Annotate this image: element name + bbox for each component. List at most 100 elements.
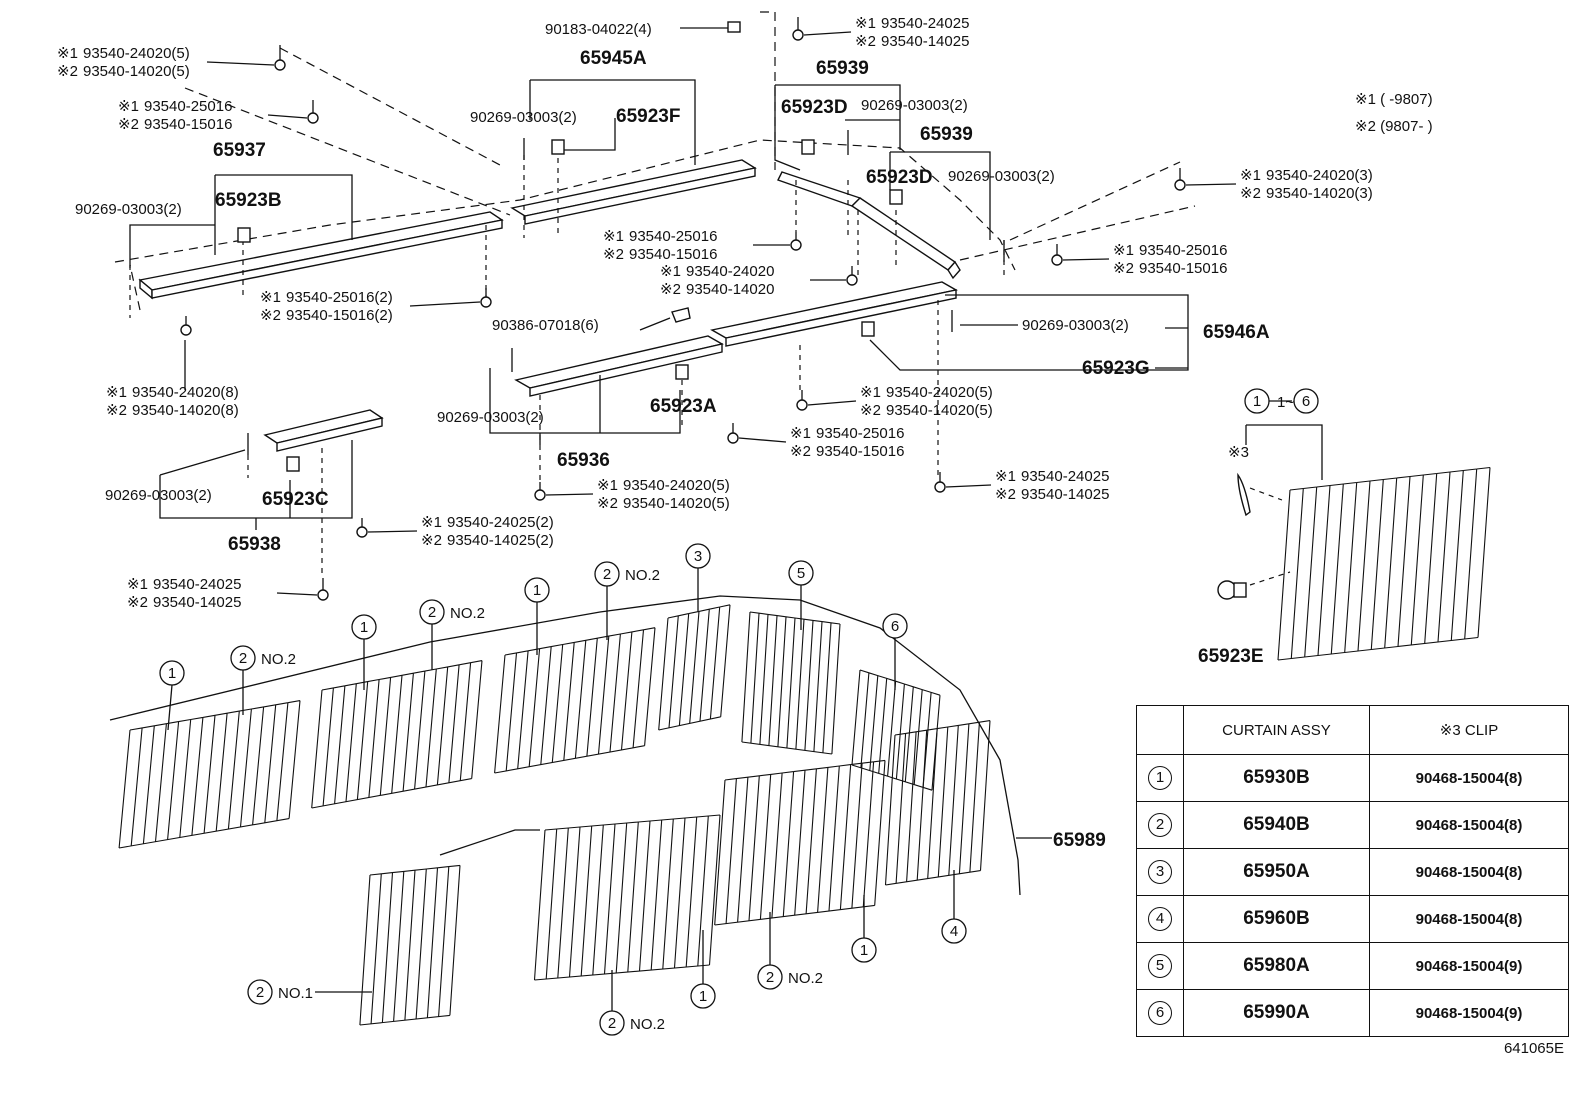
screw-part-number: 93540-14025(2) bbox=[447, 532, 554, 549]
screw-part-number: 93540-24025(2) bbox=[447, 514, 554, 531]
curtain-callout: 1 bbox=[159, 660, 185, 686]
curtain-number: 5 bbox=[797, 565, 805, 582]
mark-1: ※1 bbox=[1113, 242, 1134, 259]
legend-header-clip: ※3 CLIP bbox=[1369, 705, 1569, 755]
screw-part-number: 93540-24025 bbox=[881, 15, 969, 32]
curtain-variant: NO.2 bbox=[261, 651, 296, 668]
callout-65939-b: 65939 bbox=[920, 124, 973, 145]
curtain-callout: 6 bbox=[882, 613, 908, 639]
curtain-panel-h bbox=[533, 814, 721, 981]
legend-assy: 65990A bbox=[1183, 989, 1370, 1037]
curtain-number: 2 bbox=[239, 650, 247, 667]
screw-part-number: 93540-14025 bbox=[1021, 486, 1109, 503]
curtain-number: 3 bbox=[694, 548, 702, 565]
mark-1: ※1 bbox=[421, 514, 442, 531]
curtain-number: 1 bbox=[533, 582, 541, 599]
mark-1: ※1 bbox=[127, 576, 148, 593]
curtain-variant: NO.2 bbox=[625, 567, 660, 584]
callout-65923D-b: 65923D bbox=[866, 167, 933, 188]
mark-2: ※2 bbox=[660, 281, 681, 298]
mark-1: ※1 bbox=[660, 263, 681, 280]
curtain-number: 1 bbox=[168, 665, 176, 682]
fastener-guides bbox=[129, 155, 1291, 586]
mark-1: ※1 bbox=[260, 289, 281, 306]
curtain-panel-e bbox=[741, 611, 841, 755]
screw-part-number: 93540-24020 bbox=[686, 263, 774, 280]
callout-90269-a: 90269-03003(2) bbox=[470, 109, 577, 126]
screw-part-number: 93540-15016 bbox=[1139, 260, 1227, 277]
screw-icon bbox=[129, 17, 1251, 601]
curtain-number: 4 bbox=[950, 923, 958, 940]
legend-clip: 90468-15004(8) bbox=[1369, 754, 1569, 802]
callout-65923E: 65923E bbox=[1198, 646, 1264, 667]
callout-90269-d: 90269-03003(2) bbox=[948, 168, 1055, 185]
curtain-callout: 1 bbox=[851, 937, 877, 963]
mark-1: ※1 bbox=[790, 425, 811, 442]
mark-1: ※1 bbox=[118, 98, 139, 115]
curtain-number: 2 bbox=[428, 604, 436, 621]
curtain-panel-c bbox=[494, 627, 656, 774]
curtain-panel-i bbox=[714, 759, 886, 926]
rail-65936 bbox=[514, 335, 724, 397]
mark-1: ※1 bbox=[57, 45, 78, 62]
callout-90269-g: 90269-03003(2) bbox=[105, 487, 212, 504]
callout-65936: 65936 bbox=[557, 450, 610, 471]
screw-part-number: 93540-14025 bbox=[153, 594, 241, 611]
callout-65946A: 65946A bbox=[1203, 322, 1270, 343]
callout-labels: 90183-04022(4) 65945A 90269-03003(2) 659… bbox=[75, 21, 1302, 851]
curtain-number: 1 bbox=[699, 988, 707, 1005]
screw-part-number: 93540-25016 bbox=[144, 98, 232, 115]
mark-2: ※2 bbox=[603, 246, 624, 263]
rail-65938 bbox=[263, 409, 384, 452]
screw-part-number: 93540-15016 bbox=[629, 246, 717, 263]
legend-row-number: 4 bbox=[1148, 907, 1172, 931]
callout-90386: 90386-07018(6) bbox=[492, 317, 599, 334]
legend-row: 3 65950A 90468-15004(8) bbox=[1136, 848, 1569, 896]
curtain-panel-b bbox=[311, 660, 483, 809]
screw-part-number: 93540-15016(2) bbox=[286, 307, 393, 324]
mark-1: ※1 bbox=[603, 228, 624, 245]
legend-row: 5 65980A 90468-15004(9) bbox=[1136, 942, 1569, 990]
screw-part-number: 93540-24020(8) bbox=[132, 384, 239, 401]
legend-assy: 65930B bbox=[1183, 754, 1370, 802]
screw-part-number: 93540-24020(5) bbox=[83, 45, 190, 62]
callout-90269-b: 90269-03003(2) bbox=[75, 201, 182, 218]
screw-part-number: 93540-24020(5) bbox=[623, 477, 730, 494]
mark-1: ※1 bbox=[106, 384, 127, 401]
legend-clip: 90468-15004(8) bbox=[1369, 848, 1569, 896]
curtain-callout: 5 bbox=[788, 560, 814, 586]
screw-part-number: 93540-14020(5) bbox=[623, 495, 730, 512]
curtain-panel-a bbox=[118, 700, 301, 849]
callout-65923C: 65923C bbox=[262, 489, 329, 510]
diagram-code: 641065E bbox=[1503, 1040, 1564, 1057]
screw-part-number: 93540-14020(8) bbox=[132, 402, 239, 419]
curtain-number: 2 bbox=[603, 566, 611, 583]
screw-part-number: 93540-24020(5) bbox=[886, 384, 993, 401]
callout-65923G: 65923G bbox=[1082, 358, 1150, 379]
callout-65923D-a: 65923D bbox=[781, 97, 848, 118]
curtain-callout: 1 bbox=[690, 983, 716, 1009]
curtain-number: 2 bbox=[766, 969, 774, 986]
rail-65946A bbox=[710, 281, 958, 347]
curtain-number: 1 bbox=[360, 619, 368, 636]
legend-row: 1 65930B 90468-15004(8) bbox=[1136, 754, 1569, 802]
mark-2: ※2 bbox=[106, 402, 127, 419]
callout-65923B: 65923B bbox=[215, 190, 282, 211]
legend-row-number: 5 bbox=[1148, 954, 1172, 978]
curtain-callout: 1 bbox=[1244, 388, 1270, 414]
callout-65945A: 65945A bbox=[580, 48, 647, 69]
validity-1: ※1 ( -9807) bbox=[1355, 91, 1433, 108]
callout-65939-top: 65939 bbox=[816, 58, 869, 79]
